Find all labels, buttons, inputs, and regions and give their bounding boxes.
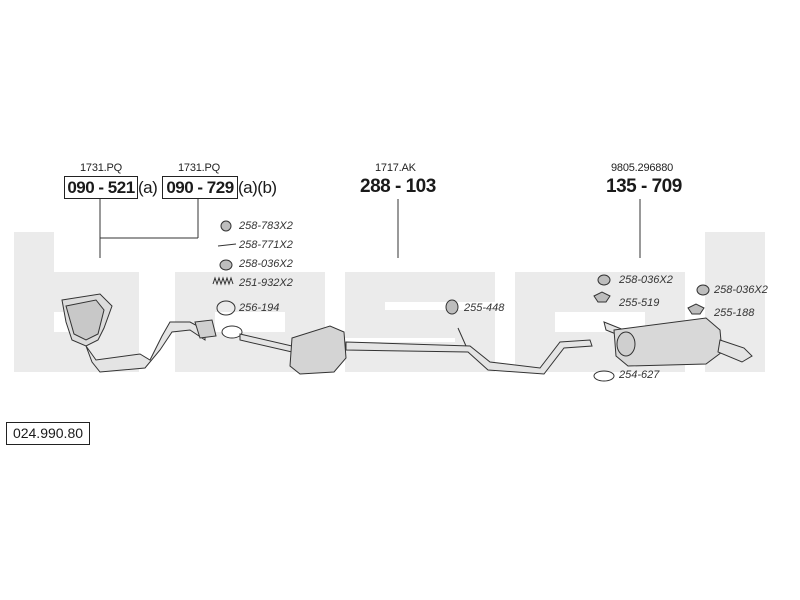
small-part-label[interactable]: 254-627: [619, 369, 660, 381]
leader-lines: [99, 199, 641, 258]
small-part-label[interactable]: 255-448: [464, 302, 505, 314]
small-part-label[interactable]: 258-036X2: [619, 274, 673, 286]
part-number-1[interactable]: 090 - 521: [64, 176, 138, 199]
small-part-label[interactable]: 258-783X2: [239, 220, 293, 232]
small-part-label[interactable]: 255-519: [619, 297, 660, 309]
part-number-3[interactable]: 288 - 103: [360, 176, 436, 197]
bracket-icon: [593, 291, 611, 303]
part-ref-4: 9805.296880: [611, 162, 674, 174]
catalog-number: 024.990.80: [6, 422, 90, 445]
spring-icon: [212, 276, 234, 286]
catalytic-converter: [61, 293, 217, 373]
gasket-ring-icon: [216, 300, 236, 316]
small-part-label[interactable]: 256-194: [239, 302, 280, 314]
middle-section: [221, 325, 593, 375]
small-part-icons: [212, 220, 710, 382]
rubber-mount-icon: [219, 259, 233, 271]
small-part-label[interactable]: 258-036X2: [714, 284, 768, 296]
clamp-icon: [593, 370, 615, 382]
bolt-icon: [217, 243, 237, 247]
small-part-label[interactable]: 251-932X2: [239, 277, 293, 289]
part-ref-2: 1731.PQ: [178, 162, 221, 174]
part-ref-1: 1731.PQ: [80, 162, 123, 174]
part-number-4[interactable]: 135 - 709: [606, 176, 682, 197]
part-suffix-1: (a): [138, 178, 158, 197]
part-number-2[interactable]: 090 - 729: [162, 176, 238, 199]
part-suffix-2: (a)(b): [238, 178, 277, 197]
bracket-icon: [687, 303, 705, 315]
part-ref-3: 1717.AK: [375, 162, 416, 174]
small-part-label[interactable]: 258-771X2: [239, 239, 293, 251]
small-part-label[interactable]: 258-036X2: [239, 258, 293, 270]
clamp-ring-icon: [220, 220, 232, 232]
rubber-mount-icon: [696, 284, 710, 296]
rear-silencer: [603, 317, 753, 367]
rubber-mount-icon: [597, 274, 611, 286]
small-part-label[interactable]: 255-188: [714, 307, 755, 319]
hanger-icon: [445, 299, 459, 315]
